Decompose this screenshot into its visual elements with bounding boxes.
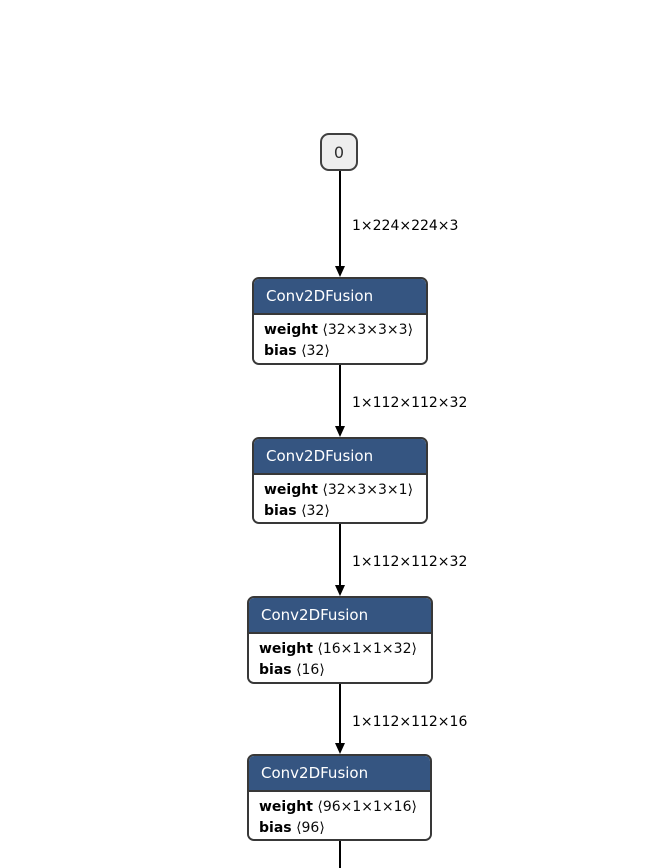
conv2dfusion-node-3[interactable]: Conv2DFusion weight ⟨16×1×1×32⟩ bias ⟨16… [247, 596, 433, 684]
arrowhead-icon [335, 426, 345, 437]
edge-line [339, 524, 341, 585]
attribute-name: bias [259, 662, 292, 678]
attribute-name: weight [259, 641, 313, 657]
attribute-row: bias ⟨32⟩ [264, 501, 416, 522]
arrowhead-icon [335, 585, 345, 596]
attribute-row: weight ⟨16×1×1×32⟩ [259, 639, 421, 660]
conv2dfusion-node-1[interactable]: Conv2DFusion weight ⟨32×3×3×3⟩ bias ⟨32⟩ [252, 277, 428, 365]
tensor-shape-label: 1×112×112×32 [352, 554, 468, 570]
arrowhead-icon [335, 266, 345, 277]
attribute-value: ⟨32⟩ [301, 343, 330, 359]
input-node-label: 0 [333, 142, 345, 162]
node-type-header[interactable]: Conv2DFusion [254, 279, 426, 315]
attribute-value: ⟨16×1×1×32⟩ [317, 641, 417, 657]
attribute-name: weight [264, 482, 318, 498]
tensor-shape-label: 1×112×112×32 [352, 395, 468, 411]
node-attributes: weight ⟨32×3×3×3⟩ bias ⟨32⟩ [254, 315, 426, 363]
arrowhead-icon [335, 743, 345, 754]
edge-line [339, 365, 341, 426]
node-attributes: weight ⟨32×3×3×1⟩ bias ⟨32⟩ [254, 475, 426, 522]
attribute-name: weight [264, 322, 318, 338]
node-type-header[interactable]: Conv2DFusion [249, 598, 431, 634]
tensor-shape-label: 1×224×224×3 [352, 218, 459, 234]
attribute-name: bias [264, 503, 297, 519]
conv2dfusion-node-4[interactable]: Conv2DFusion weight ⟨96×1×1×16⟩ bias ⟨96… [247, 754, 432, 841]
node-type-header[interactable]: Conv2DFusion [249, 756, 430, 792]
edge-line [339, 684, 341, 744]
attribute-row: bias ⟨96⟩ [259, 818, 420, 839]
node-attributes: weight ⟨96×1×1×16⟩ bias ⟨96⟩ [249, 792, 430, 839]
attribute-row: weight ⟨96×1×1×16⟩ [259, 797, 420, 818]
attribute-value: ⟨96×1×1×16⟩ [317, 799, 417, 815]
attribute-value: ⟨32×3×3×1⟩ [322, 482, 414, 498]
attribute-name: weight [259, 799, 313, 815]
attribute-value: ⟨32×3×3×3⟩ [322, 322, 414, 338]
attribute-name: bias [264, 343, 297, 359]
attribute-value: ⟨96⟩ [296, 820, 325, 836]
attribute-row: bias ⟨32⟩ [264, 341, 416, 362]
attribute-name: bias [259, 820, 292, 836]
attribute-row: weight ⟨32×3×3×3⟩ [264, 320, 416, 341]
attribute-row: bias ⟨16⟩ [259, 660, 421, 681]
node-type-header[interactable]: Conv2DFusion [254, 439, 426, 475]
conv2dfusion-node-2[interactable]: Conv2DFusion weight ⟨32×3×3×1⟩ bias ⟨32⟩ [252, 437, 428, 524]
attribute-value: ⟨16⟩ [296, 662, 325, 678]
tensor-shape-label: 1×112×112×16 [352, 714, 468, 730]
attribute-value: ⟨32⟩ [301, 503, 330, 519]
graph-input-node[interactable]: 0 [320, 133, 358, 171]
edge-line [339, 841, 341, 868]
attribute-row: weight ⟨32×3×3×1⟩ [264, 480, 416, 501]
node-attributes: weight ⟨16×1×1×32⟩ bias ⟨16⟩ [249, 634, 431, 682]
edge-line [339, 171, 341, 267]
